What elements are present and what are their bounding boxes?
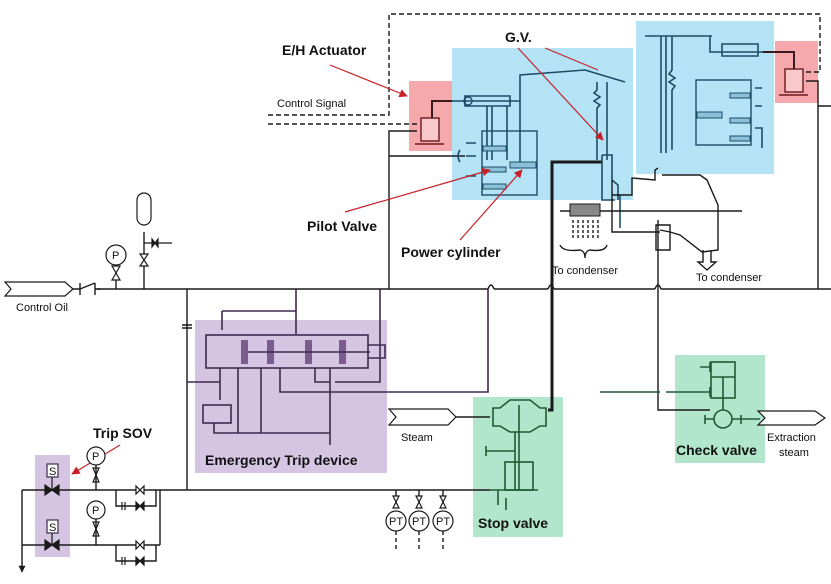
stop-valve-region	[473, 397, 563, 537]
gv-left-region	[452, 48, 633, 200]
control-oil-arrow	[3, 281, 74, 297]
trip-supply-orifice	[182, 324, 192, 329]
eh-actuator-right	[763, 51, 808, 96]
pressure-transmitter-2: PT	[408, 490, 430, 550]
gauge-valve	[110, 265, 122, 281]
stop-valve-oil-line	[548, 160, 602, 412]
extraction-label-1: Extraction	[767, 432, 816, 444]
pilot-valve-label: Pilot Valve	[307, 218, 377, 234]
to-condenser-label-1: To condenser	[552, 265, 618, 277]
gv-left-mechanism	[452, 69, 626, 228]
accumulator-valve	[138, 253, 150, 267]
pressure-transmitter-3: PT	[432, 490, 454, 550]
steam-label: Steam	[401, 432, 433, 444]
check-valve-symbol-inlet	[73, 282, 100, 295]
svg-text:PT: PT	[389, 516, 403, 528]
eh-actuator-arrow	[329, 64, 408, 98]
pressure-gauge-1-label: P	[112, 250, 119, 262]
pressure-gauge-1	[105, 244, 127, 266]
trip-sov-1: S	[44, 463, 60, 497]
svg-text:S: S	[49, 466, 56, 478]
control-oil-label: Control Oil	[16, 302, 68, 314]
extraction-label-2: steam	[779, 447, 809, 459]
emergency-trip-label: Emergency Trip device	[205, 452, 358, 468]
trip-sov-2: S	[44, 519, 60, 552]
emergency-trip-region	[195, 320, 387, 473]
accumulator	[136, 192, 152, 226]
pilot-valve-arrow	[344, 168, 491, 213]
check-valve-label: Check valve	[676, 442, 757, 458]
control-signal-line-outer	[268, 13, 821, 116]
turbine-casing	[559, 167, 742, 271]
header-hop-1	[487, 284, 495, 290]
svg-text:PT: PT	[436, 516, 450, 528]
gv-arrow-right	[544, 47, 599, 71]
eh-actuator-left	[415, 100, 452, 145]
right-supply-line	[817, 105, 831, 289]
eh-actuator-label: E/H Actuator	[282, 42, 367, 58]
gv-arrow-left	[517, 47, 604, 141]
steam-inlet-arrow	[387, 408, 457, 426]
gv-right-mechanism	[645, 35, 763, 153]
pressure-gauge-2-label: P	[92, 451, 99, 463]
pressure-transmitter-1: PT	[385, 490, 407, 550]
to-condenser-label-2: To condenser	[696, 272, 762, 284]
check-valve-region	[675, 355, 765, 463]
svg-text:S: S	[49, 522, 56, 534]
stop-valve-label: Stop valve	[478, 515, 548, 531]
check-valve-mechanism	[600, 361, 760, 429]
emergency-trip-mechanism	[187, 289, 489, 445]
bypass-valves-lower	[115, 539, 157, 567]
power-cylinder-arrow	[459, 169, 523, 241]
stop-valve-mechanism	[485, 399, 547, 510]
bypass-valves-upper	[115, 484, 157, 512]
gv-label: G.V.	[505, 29, 532, 45]
power-cylinder-label: Power cylinder	[401, 244, 501, 260]
condenser-exhaust-arrow	[696, 250, 718, 271]
actuator-supply-line	[388, 130, 417, 289]
right-drain-line	[806, 80, 819, 106]
pressure-gauge-3-label: P	[92, 505, 99, 517]
accumulator-vent-valve	[144, 237, 172, 249]
control-signal-label: Control Signal	[277, 98, 346, 110]
gv-drain-line	[657, 220, 710, 411]
svg-text:PT: PT	[412, 516, 426, 528]
extraction-steam-arrow	[756, 410, 827, 426]
trip-sov-label: Trip SOV	[93, 425, 153, 441]
